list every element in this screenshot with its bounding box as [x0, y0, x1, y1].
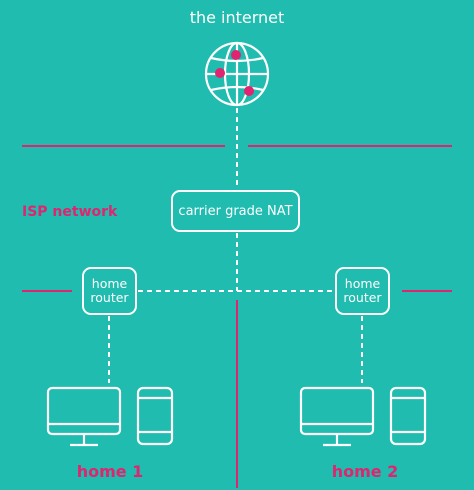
network-boundaries	[22, 145, 452, 488]
monitor-icon	[46, 386, 122, 447]
carrier-grade-nat-box: carrier grade NAT	[171, 190, 300, 232]
nat-label: carrier grade NAT	[178, 203, 293, 219]
router-label-line2: router	[90, 290, 129, 305]
globe-icon	[204, 41, 270, 107]
home-2-label: home 2	[331, 462, 399, 481]
home-router-2-box: home router	[335, 267, 390, 315]
internet-label: the internet	[189, 8, 285, 27]
router-label-line2: router	[343, 290, 382, 305]
connections	[108, 108, 363, 383]
monitor-icon	[299, 386, 375, 447]
phone-icon	[389, 386, 427, 446]
router-label-line1: home	[91, 276, 128, 291]
router-label-line1: home	[344, 276, 381, 291]
globe-node-markers	[215, 50, 254, 96]
isp-network-label: ISP network	[22, 204, 118, 220]
home-router-1-box: home router	[82, 267, 137, 315]
phone-icon	[136, 386, 174, 446]
home-1-label: home 1	[76, 462, 144, 481]
